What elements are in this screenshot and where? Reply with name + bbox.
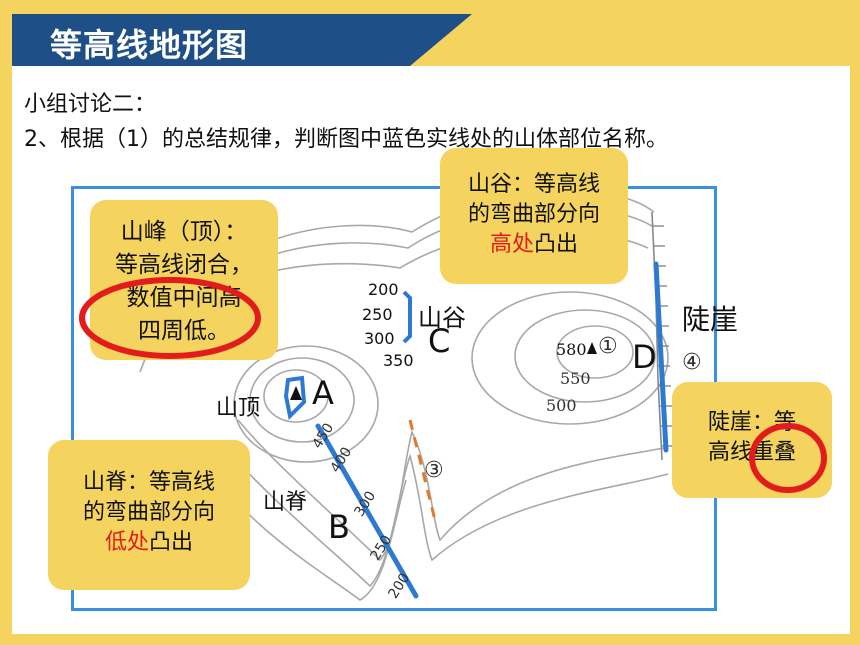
marker-1: ① [598,334,618,359]
contour-line [233,345,379,463]
ridge-note-line: 的弯曲部分向 [82,500,215,525]
cliff-note: 陡崖：等 高线重叠 [672,382,832,498]
contour-line [219,441,669,588]
contour-line [471,291,669,425]
summit-label: 山顶 [216,396,261,421]
valley-note-line: 高处凸出 [489,232,579,257]
point-c-label: C [428,322,451,360]
peak-note-line: 数值中间高 [126,285,242,311]
valley-label: 山谷 [418,304,466,332]
elevation-label: 580 [556,340,587,359]
title-bar-corner [404,14,472,71]
summit-marker-icon [290,386,302,400]
contour-line [263,369,329,423]
peak-note-line: 四周低。 [138,318,230,344]
elevation-label: 300 [364,329,395,348]
point-b-label: B [328,508,350,546]
page-title: 等高线地形图 [50,26,249,64]
ridge-note-line: 低处凸出 [104,530,194,555]
intro-line-1: 小组讨论二： [24,92,157,117]
marker-3: ③ [424,458,444,483]
point-d-label: D [632,338,657,376]
contour-line [514,309,656,403]
ridge-note-line: 山脊：等高线 [82,470,215,495]
valley-note-line: 的弯曲部分向 [467,202,600,227]
peak-note-line: 等高线闭合， [115,252,253,278]
cliff-note-line: 高线重叠 [707,440,797,465]
elevation-label: 500 [546,396,577,415]
elevation-label: 250 [362,305,393,324]
contour-line [237,419,665,562]
ridge-note: 山脊：等高线 的弯曲部分向 低处凸出 [48,440,250,590]
contour-line [556,325,634,379]
intro-line-2: 2、根据（1）的总结规律，判断图中蓝色实线处的山体部位名称。 [24,127,668,152]
valley-note: 山谷：等高线 的弯曲部分向 高处凸出 [440,148,628,284]
highlight-text: 高处 [489,232,534,257]
peak-note: 山峰（顶）： 等高线闭合， 数值中间高 四周低。 [90,200,278,360]
valley-blue-bracket [402,290,412,344]
elevation-label: 550 [560,369,591,388]
cliff-blue-line [653,261,669,453]
cliff-note-line: 陡崖：等 [707,410,796,435]
summit-marker-icon [587,342,597,354]
peak-note-line: 山峰（顶）： [120,219,248,245]
ridge-label: 山脊 [263,490,308,515]
cliff-label: 陡崖 [682,303,739,336]
point-a-label: A [312,374,334,412]
summit-blue-outline [283,375,307,421]
valley-note-line: 山谷：等高线 [467,172,600,197]
title-bar [12,14,410,71]
contour-line [249,357,355,443]
ridge-blue-line [315,423,419,599]
cliff-edge-line [651,211,663,461]
highlight-text: 低处 [104,530,149,555]
elevation-label: 350 [383,351,414,370]
marker-4: ④ [682,350,702,375]
elevation-label: 200 [368,280,399,299]
